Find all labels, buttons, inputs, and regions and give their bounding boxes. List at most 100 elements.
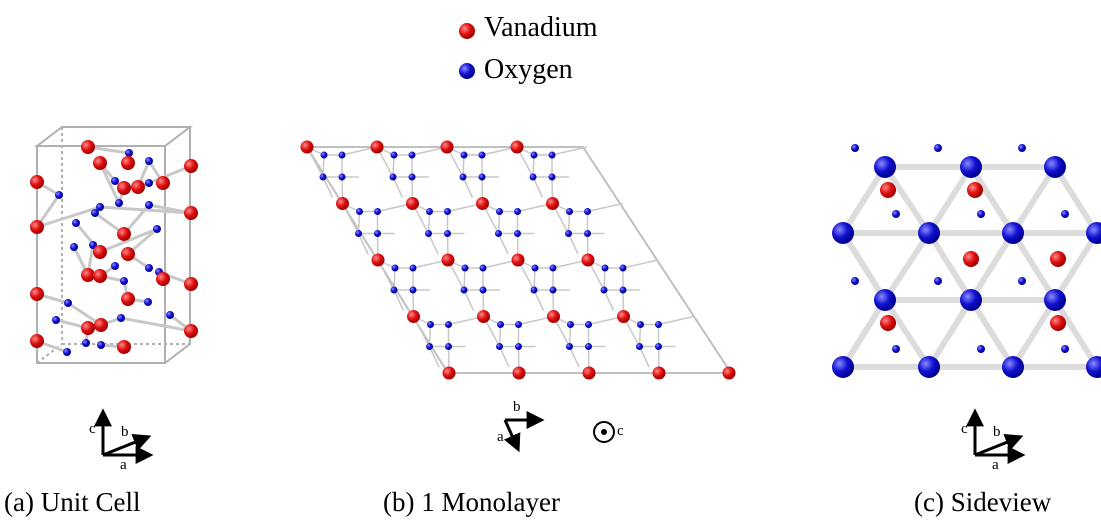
oxygen-atom — [601, 264, 609, 272]
oxygen-atom — [91, 209, 99, 217]
legend-vanadium-marker — [459, 23, 475, 39]
oxygen-atom — [338, 151, 346, 159]
oxygen-atom — [851, 144, 859, 152]
vanadium-atom — [476, 197, 489, 210]
oxygen-atom — [918, 222, 940, 244]
vanadium-atom — [117, 340, 131, 354]
oxygen-atom — [374, 230, 381, 237]
vanadium-atom — [477, 310, 490, 323]
oxygen-atom — [356, 208, 363, 215]
bond — [603, 289, 615, 311]
oxygen-atom — [832, 222, 854, 244]
oxygen-atom — [1002, 356, 1024, 378]
bond — [463, 267, 466, 291]
monolayer-bonds — [306, 146, 694, 374]
vanadium-atom — [880, 315, 896, 331]
oxygen-atom — [530, 286, 538, 294]
oxygen-atom — [444, 208, 451, 215]
axes-c — [966, 408, 1026, 464]
bond — [568, 324, 572, 347]
axis-b-arrow — [102, 433, 152, 457]
bond — [1010, 297, 1058, 370]
bond — [567, 211, 571, 234]
oxygen-atom — [600, 286, 608, 294]
vanadium-atom — [81, 321, 95, 335]
bond — [463, 289, 475, 311]
vanadium-atom — [156, 176, 170, 190]
oxygen-atom — [319, 173, 327, 181]
oxygen-atom — [425, 230, 432, 237]
oxygen-atom — [874, 156, 896, 178]
oxygen-atom — [52, 316, 60, 324]
oxygen-atom — [1002, 222, 1024, 244]
bond — [968, 297, 1016, 370]
oxygen-atom — [1018, 144, 1026, 152]
vanadium-atom — [336, 197, 349, 210]
monolayer-structure — [300, 140, 736, 380]
vanadium-atom — [30, 287, 44, 301]
oxygen-atom — [892, 210, 900, 218]
oxygen-atom — [549, 264, 557, 272]
bond — [568, 346, 580, 368]
vanadium-atom — [184, 277, 198, 291]
legend-oxygen-label: Oxygen — [484, 54, 573, 85]
oxygen-atom — [832, 356, 854, 378]
oxygen-atom — [567, 321, 574, 328]
oxygen-atom — [166, 311, 174, 319]
oxygen-atom — [320, 151, 328, 159]
bond — [393, 267, 396, 291]
vanadium-atom — [131, 180, 145, 194]
bond — [392, 176, 404, 198]
sideview-structure — [832, 144, 1101, 378]
axis-a-label: a — [992, 457, 999, 473]
oxygen-atom — [566, 208, 573, 215]
oxygen-atom — [426, 343, 433, 350]
bond — [882, 164, 932, 236]
vanadium-atom — [121, 292, 135, 306]
vanadium-atom — [81, 140, 95, 154]
bond — [357, 211, 361, 234]
oxygen-atom — [548, 173, 556, 181]
oxygen-atom — [460, 286, 468, 294]
axis-a-label: a — [120, 457, 127, 473]
vanadium-atom — [93, 269, 107, 283]
oxygen-atom — [1018, 277, 1026, 285]
oxygen-atom — [389, 173, 397, 181]
bond — [462, 176, 474, 198]
oxygen-atom — [478, 151, 486, 159]
bond — [148, 164, 192, 185]
bond — [497, 211, 501, 234]
vanadium-atom — [1050, 315, 1066, 331]
vanadium-atom — [94, 318, 108, 332]
oxygen-atom — [390, 286, 398, 294]
legend-vanadium-label: Vanadium — [484, 12, 598, 43]
vanadium-atom — [407, 310, 420, 323]
vanadium-atom — [117, 181, 131, 195]
oxygen-atom — [637, 321, 644, 328]
vanadium-atom — [300, 140, 314, 154]
sideview-atoms — [832, 144, 1101, 378]
oxygen-atom — [530, 151, 538, 159]
oxygen-atom — [445, 321, 452, 328]
bond — [926, 297, 974, 370]
oxygen-atom — [459, 173, 467, 181]
oxygen-atom — [874, 289, 896, 311]
oxygen-atom — [144, 298, 152, 306]
vanadium-atom — [652, 366, 666, 380]
bond — [392, 154, 395, 178]
bond — [322, 154, 325, 178]
axes-a — [94, 408, 154, 464]
oxygen-atom — [1044, 156, 1066, 178]
oxygen-atom — [584, 208, 591, 215]
bond — [498, 346, 510, 368]
oxygen-atom — [851, 277, 859, 285]
oxygen-atom — [97, 341, 105, 349]
vanadium-atom — [30, 175, 44, 189]
oxygen-atom — [374, 208, 381, 215]
oxygen-atom — [960, 289, 982, 311]
unit-cell-atoms — [30, 140, 198, 356]
bond — [968, 230, 1016, 303]
axis-c-dot — [601, 429, 607, 435]
oxygen-atom — [934, 277, 942, 285]
vanadium-atom — [117, 227, 131, 241]
